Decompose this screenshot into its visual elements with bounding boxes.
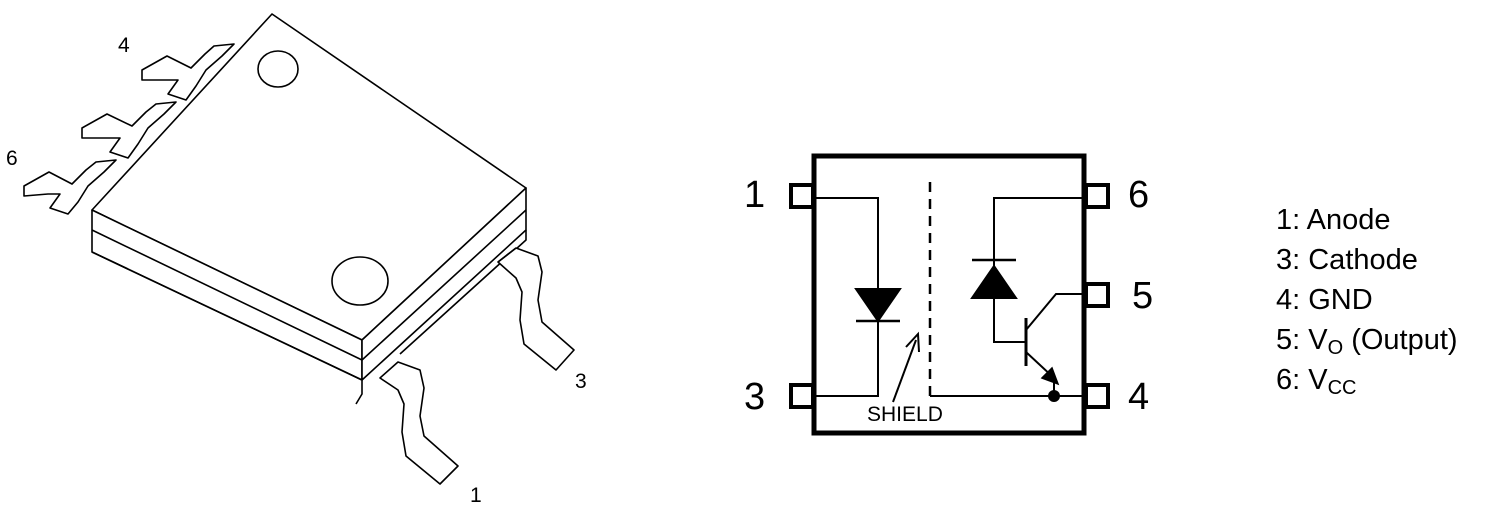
pin-legend: 1: Anode 3: Cathode 4: GND 5: VO (Output… — [1276, 200, 1458, 400]
dimple-top — [257, 50, 299, 88]
schematic-pin-5 — [1084, 282, 1110, 308]
legend-text-output-pre: 5: V — [1276, 324, 1328, 356]
legend-text-vcc-pre: 6: V — [1276, 364, 1328, 396]
schematic-label-4: 4 — [1128, 376, 1149, 418]
legend-item-cathode: 3: Cathode — [1276, 240, 1458, 280]
package-pin-label-3: 3 — [575, 370, 587, 393]
legend-text-output-sub: O — [1327, 337, 1344, 359]
photodiode-symbol — [970, 264, 1018, 299]
schematic-pin-1 — [789, 183, 815, 209]
package-pin-label-6: 6 — [6, 147, 18, 170]
transistor-emitter-arrow — [1040, 366, 1060, 386]
package-drawing: 4 6 3 1 — [6, 13, 587, 507]
schematic-pin-4 — [1084, 383, 1110, 409]
package-pin-label-4: 4 — [118, 34, 130, 57]
schematic-pin-3 — [789, 383, 815, 409]
schematic-label-5: 5 — [1132, 275, 1153, 317]
legend-item-gnd: 4: GND — [1276, 280, 1458, 320]
legend-item-anode: 1: Anode — [1276, 200, 1458, 240]
schematic-pin-6 — [1084, 183, 1110, 209]
schematic-diagram: 1 3 6 5 4 SHIELD — [744, 153, 1153, 436]
lead-pin-5 — [81, 101, 177, 159]
legend-item-vcc: 6: VCC — [1276, 360, 1458, 400]
lead-pin-1 — [379, 361, 459, 485]
lead-pin-6 — [23, 159, 117, 215]
package-pin-label-1: 1 — [470, 484, 482, 507]
legend-text-cathode: 3: Cathode — [1276, 244, 1418, 276]
legend-text-gnd: 4: GND — [1276, 284, 1373, 316]
lead-pin-4 — [141, 43, 235, 101]
junction-dot — [1048, 390, 1060, 402]
legend-text-output-post: (Output) — [1343, 324, 1458, 356]
dimple-bottom — [331, 256, 389, 306]
legend-item-output: 5: VO (Output) — [1276, 320, 1458, 360]
transistor-collector — [1025, 293, 1084, 331]
shield-arrow — [892, 339, 917, 403]
led-symbol — [854, 288, 902, 323]
schematic-label-3: 3 — [744, 376, 765, 418]
lead-pin-3 — [497, 247, 575, 371]
shield-label: SHIELD — [867, 403, 943, 426]
legend-text-vcc-sub: CC — [1327, 377, 1357, 399]
legend-text-anode: 1: Anode — [1276, 204, 1391, 236]
schematic-label-1: 1 — [744, 174, 765, 216]
schematic-label-6: 6 — [1128, 174, 1149, 216]
